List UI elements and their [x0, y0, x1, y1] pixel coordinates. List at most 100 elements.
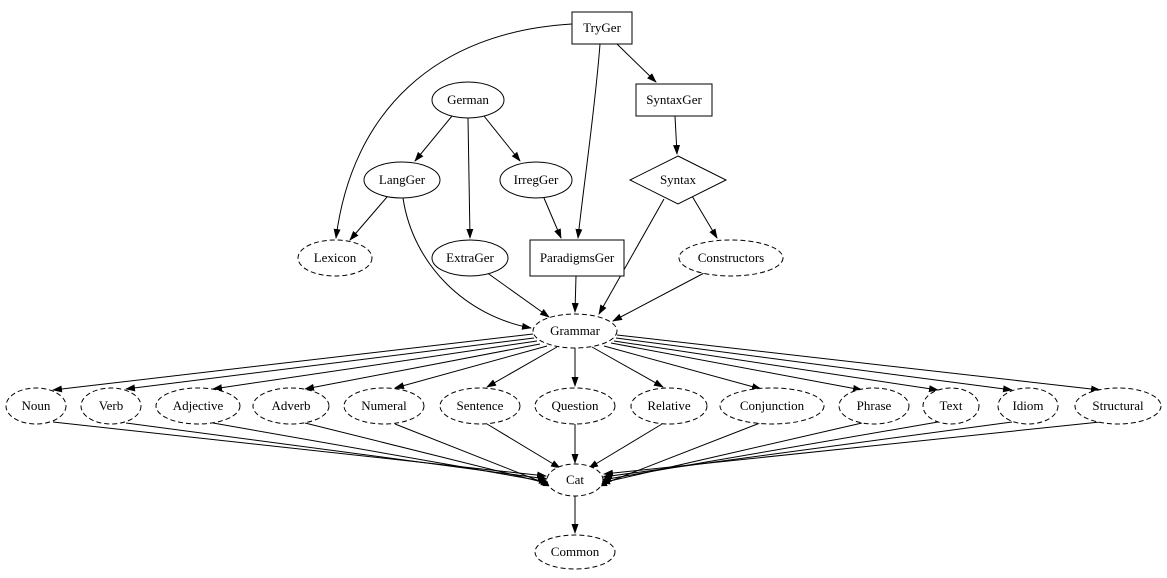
- edge-phrase-cat: [600, 422, 863, 485]
- edge-tryger-syntaxger: [616, 43, 657, 83]
- edge-grammar-idiom: [615, 337, 1013, 393]
- node-paradigmsger: ParadigmsGer: [529, 239, 625, 277]
- node-phrase: Phrase: [838, 387, 910, 425]
- node-common: Common: [534, 534, 616, 570]
- edge-langger-grammar: [402, 197, 532, 330]
- edges-layer: [52, 23, 1101, 534]
- node-paradigmsger-shape: [529, 239, 625, 277]
- node-verb-label: Verb: [99, 398, 124, 413]
- node-extrager: ExtraGer: [431, 239, 509, 277]
- node-structural-shape: [1074, 387, 1162, 425]
- node-syntax-label: Syntax: [660, 172, 697, 187]
- edge-idiom-cat: [602, 421, 1013, 480]
- edge-grammar-adjective: [212, 340, 538, 392]
- node-paradigmsger-label: ParadigmsGer: [540, 250, 615, 265]
- node-adverb: Adverb: [252, 387, 330, 425]
- edge-paradigmsger-grammar: [571, 275, 579, 313]
- node-german: German: [431, 81, 505, 119]
- node-adjective: Adjective: [155, 387, 241, 425]
- node-idiom-shape: [997, 387, 1059, 425]
- edge-sentence-cat: [486, 423, 561, 469]
- node-conjunction-shape: [719, 387, 825, 425]
- node-noun-shape: [5, 387, 67, 425]
- node-sentence-shape: [439, 387, 521, 425]
- node-constructors: Constructors: [678, 239, 784, 277]
- node-verb: Verb: [80, 387, 142, 425]
- node-lexicon: Lexicon: [297, 239, 373, 277]
- edge-grammar-conjunction: [603, 345, 762, 390]
- edge-adjective-cat: [212, 422, 549, 484]
- node-phrase-shape: [838, 387, 910, 425]
- node-tryger: TryGer: [571, 11, 633, 45]
- node-grammar: Grammar: [532, 313, 618, 349]
- node-idiom: Idiom: [997, 387, 1059, 425]
- node-structural: Structural: [1074, 387, 1162, 425]
- node-german-shape: [431, 81, 505, 119]
- edge-structural-cat: [603, 421, 1101, 477]
- node-tryger-label: TryGer: [583, 20, 621, 35]
- node-sentence: Sentence: [439, 387, 521, 425]
- node-question-shape: [534, 387, 616, 425]
- node-numeral-label: Numeral: [361, 398, 407, 413]
- node-syntaxger-label: SyntaxGer: [646, 92, 702, 107]
- node-noun-label: Noun: [22, 398, 51, 413]
- node-text: Text: [922, 387, 980, 425]
- node-adverb-shape: [252, 387, 330, 425]
- edge-grammar-text: [613, 340, 939, 393]
- node-text-label: Text: [940, 398, 963, 413]
- edge-numeral-cat: [394, 423, 553, 487]
- node-cat: Cat: [546, 463, 604, 497]
- node-cat-label: Cat: [566, 472, 584, 487]
- node-conjunction: Conjunction: [719, 387, 825, 425]
- edge-grammar-noun: [52, 333, 534, 393]
- edge-grammar-numeral: [394, 345, 548, 389]
- node-idiom-label: Idiom: [1012, 398, 1043, 413]
- node-conjunction-label: Conjunction: [740, 398, 805, 413]
- edge-grammar-structural: [616, 334, 1101, 393]
- edge-grammar-relative: [591, 346, 664, 388]
- node-syntaxger: SyntaxGer: [635, 83, 713, 117]
- node-numeral-shape: [343, 387, 425, 425]
- node-lexicon-shape: [297, 239, 373, 277]
- node-syntaxger-shape: [635, 83, 713, 117]
- edge-german-extrager: [466, 117, 474, 239]
- edge-adverb-cat: [304, 422, 551, 486]
- node-irregger-shape: [499, 161, 573, 199]
- edge-grammar-phrase: [610, 342, 863, 392]
- node-phrase-label: Phrase: [857, 398, 892, 413]
- node-syntax: Syntax: [628, 155, 728, 205]
- node-grammar-shape: [532, 313, 618, 349]
- edge-grammar-sentence: [486, 346, 558, 388]
- edge-tryger-paradigmsger: [575, 43, 601, 239]
- node-question: Question: [534, 387, 616, 425]
- node-adverb-label: Adverb: [272, 398, 311, 413]
- node-structural-label: Structural: [1092, 398, 1144, 413]
- node-irregger: IrregGer: [499, 161, 573, 199]
- edge-german-langger: [414, 115, 453, 162]
- node-cat-shape: [546, 463, 604, 497]
- edge-grammar-adverb: [304, 343, 541, 391]
- edge-text-cat: [601, 421, 939, 482]
- node-relative-shape: [630, 387, 708, 425]
- node-tryger-shape: [571, 11, 633, 45]
- node-text-shape: [922, 387, 980, 425]
- edge-noun-cat: [52, 421, 547, 479]
- node-adjective-label: Adjective: [173, 398, 224, 413]
- node-noun: Noun: [5, 387, 67, 425]
- edge-langger-lexicon: [349, 196, 388, 241]
- node-extrager-label: ExtraGer: [446, 250, 494, 265]
- node-grammar-label: Grammar: [550, 323, 600, 338]
- node-numeral: Numeral: [343, 387, 425, 425]
- node-irregger-label: IrregGer: [514, 172, 559, 187]
- node-question-label: Question: [552, 398, 599, 413]
- edge-syntaxger-syntax: [673, 115, 681, 155]
- node-langger-shape: [363, 161, 441, 199]
- edge-grammar-verb: [125, 337, 535, 392]
- node-relative: Relative: [630, 387, 708, 425]
- node-constructors-shape: [678, 239, 784, 277]
- node-langger: LangGer: [363, 161, 441, 199]
- node-adjective-shape: [155, 387, 241, 425]
- node-sentence-label: Sentence: [457, 398, 504, 413]
- node-common-shape: [534, 534, 616, 570]
